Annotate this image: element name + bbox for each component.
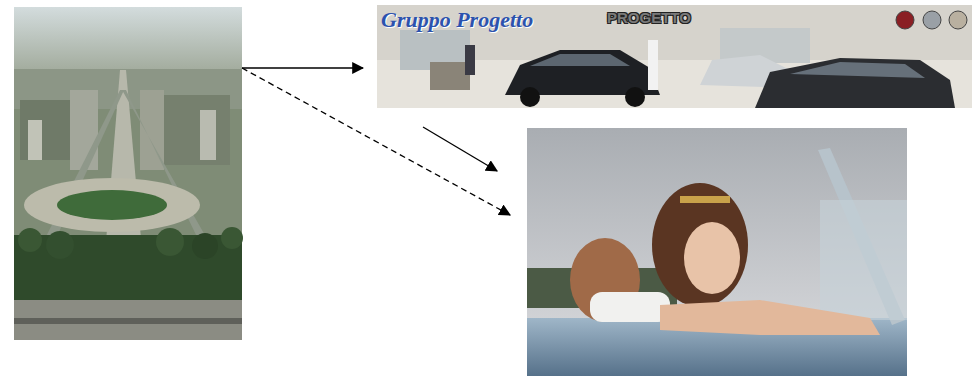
headband <box>680 196 730 203</box>
aerial-photo-node <box>14 7 242 340</box>
shirt <box>590 292 670 322</box>
convertible-photo-node <box>527 128 907 376</box>
connector-arrow <box>242 67 363 68</box>
banner-photo <box>377 5 972 108</box>
car-window <box>790 62 925 78</box>
arm <box>660 300 880 335</box>
windshield <box>820 200 907 320</box>
building <box>70 90 98 170</box>
building <box>28 120 42 160</box>
aerial-photo <box>14 7 243 340</box>
convertible-photo <box>527 128 907 376</box>
wheel <box>625 87 645 107</box>
connector-arrow <box>242 68 510 215</box>
free-arrow <box>423 127 497 171</box>
photo-sky <box>527 128 907 376</box>
car <box>755 58 955 108</box>
person <box>465 45 475 75</box>
city-block <box>20 100 70 160</box>
tree <box>46 231 74 259</box>
city-block <box>160 95 230 165</box>
building <box>200 110 216 160</box>
banner-node: Gruppo Progetto PROGETTO <box>377 5 972 108</box>
street <box>14 318 242 324</box>
banner-text: PROGETTO <box>607 9 691 26</box>
photo-sky <box>14 7 242 69</box>
desk <box>430 62 470 90</box>
tree <box>156 228 184 256</box>
brand-logo <box>896 11 914 29</box>
tree <box>192 233 218 259</box>
photo-ground <box>14 7 242 340</box>
car-window <box>530 54 630 66</box>
face <box>684 222 740 294</box>
person <box>648 40 658 90</box>
tree <box>18 228 42 252</box>
pavement <box>14 300 242 340</box>
wheel <box>520 87 540 107</box>
roundabout <box>24 178 200 232</box>
hair <box>652 183 748 307</box>
showroom-wall <box>377 5 972 108</box>
roundabout-lawn <box>57 190 167 220</box>
brand-logo <box>923 11 941 29</box>
brand-logo <box>949 11 967 29</box>
banner-text: Gruppo Progetto <box>381 7 533 33</box>
tree <box>221 227 243 249</box>
